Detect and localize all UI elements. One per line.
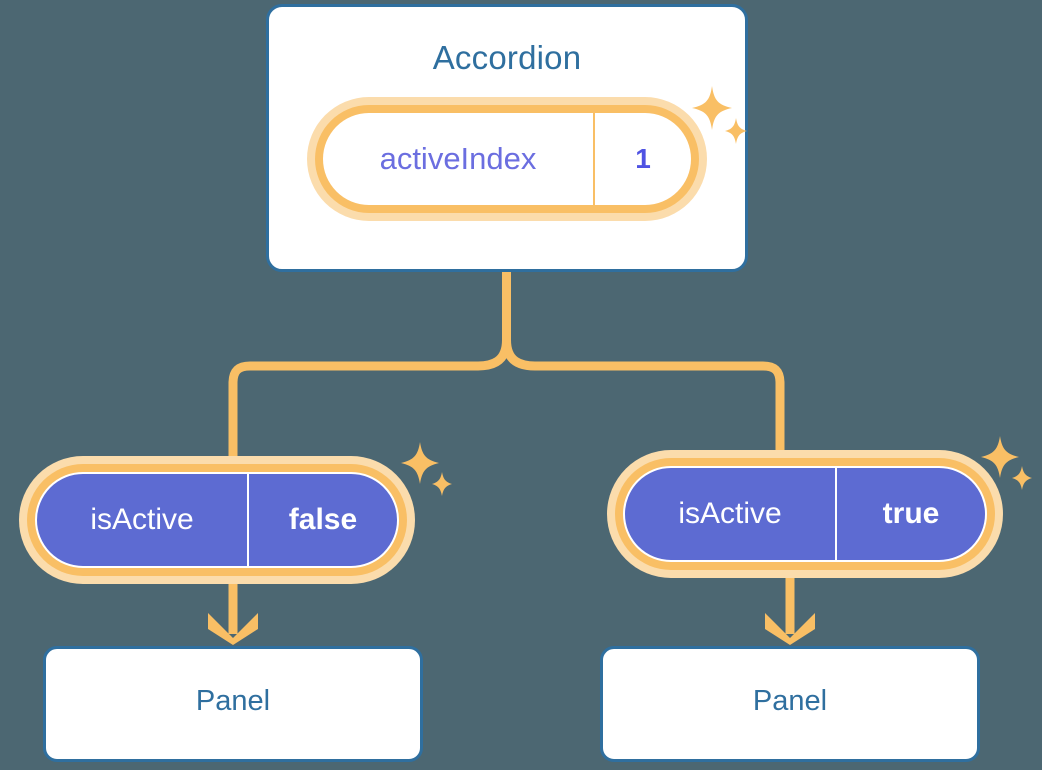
state-pill-key: activeIndex	[323, 113, 595, 205]
prop-pill-isactive-right[interactable]: isActive true	[623, 466, 987, 562]
panel-title-right: Panel	[752, 685, 828, 717]
panel-component-card-right[interactable]: Panel	[600, 646, 980, 762]
prop-pill-value-left: false	[288, 503, 358, 536]
arrow-down-icon-left	[208, 613, 258, 645]
prop-pill-isactive-left[interactable]: isActive false	[35, 472, 399, 568]
prop-pill-key-right: isActive	[625, 468, 837, 560]
connector-split-left	[228, 339, 511, 384]
page-title: Accordion	[432, 39, 582, 76]
arrow-down-icon-right	[765, 613, 815, 645]
state-pill-activeindex[interactable]: activeIndex 1	[323, 113, 691, 205]
prop-pill-value-right: true	[882, 497, 940, 530]
state-pill-value: 1	[635, 143, 651, 174]
prop-pill-key-left: isActive	[37, 474, 249, 566]
connector-split-right	[502, 339, 785, 384]
panel-component-card-left[interactable]: Panel	[43, 646, 423, 762]
panel-title-left: Panel	[195, 685, 271, 717]
